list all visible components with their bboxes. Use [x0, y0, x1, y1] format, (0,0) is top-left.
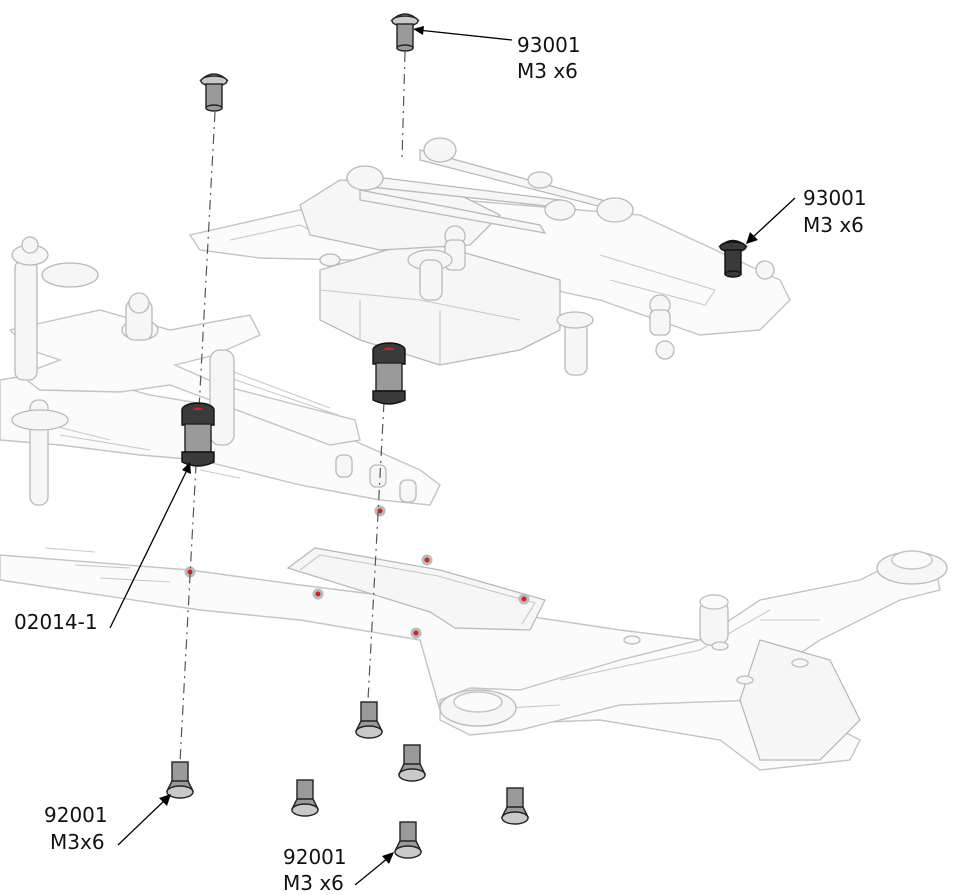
button-head-screw-dark — [718, 239, 748, 278]
plate-pegs — [335, 454, 417, 503]
left-standoff-posts — [11, 236, 235, 506]
ball-studs — [319, 225, 775, 376]
screw-spec-label: M3 x6 — [517, 59, 578, 83]
plate-cutout — [286, 547, 546, 631]
hole-marker — [312, 588, 324, 600]
steering-linkages — [346, 137, 634, 234]
part-number-label: 02014-1 — [14, 610, 98, 634]
callout-93001-top: 93001 M3 x6 — [517, 33, 581, 83]
ghosted-chassis — [0, 236, 948, 771]
part-number-label: 93001 — [517, 33, 581, 57]
flat-head-screw — [290, 779, 320, 817]
axis-line — [367, 401, 385, 701]
hole-marker — [374, 505, 386, 517]
flat-head-screw — [393, 821, 423, 859]
ghosted-servo-assembly — [188, 137, 791, 376]
callout-93001-right: 93001 M3 x6 — [803, 186, 867, 237]
hole-marker — [518, 593, 530, 605]
callout-92001-bottom: 92001 M3 x6 — [283, 845, 347, 895]
screw-spec-label: M3 x6 — [283, 871, 344, 895]
front-arm — [439, 559, 941, 736]
part-number-label: 92001 — [283, 845, 347, 869]
callout-02014-1: 02014-1 — [14, 610, 98, 634]
hole-marker — [410, 627, 422, 639]
part-number-label: 93001 — [803, 186, 867, 210]
standoff-right — [372, 342, 406, 405]
servo-body — [319, 239, 561, 366]
screw-spec-label: M3 x6 — [803, 213, 864, 237]
part-number-label: 92001 — [44, 803, 108, 827]
flat-head-screw — [500, 787, 530, 825]
screw-spec-label: M3x6 — [50, 830, 105, 854]
leader-lines — [109, 26, 796, 886]
assembly-axes — [179, 51, 406, 763]
standoff-left — [181, 402, 215, 467]
callout-92001-left: 92001 M3x6 — [44, 803, 108, 854]
flat-head-screw — [165, 761, 195, 799]
flat-head-screw — [354, 701, 384, 739]
button-head-screw-left — [199, 73, 229, 112]
flat-head-screw — [397, 744, 427, 782]
axis-line — [401, 51, 406, 161]
hole-marker — [421, 554, 433, 566]
button-head-screw-top — [390, 13, 420, 52]
